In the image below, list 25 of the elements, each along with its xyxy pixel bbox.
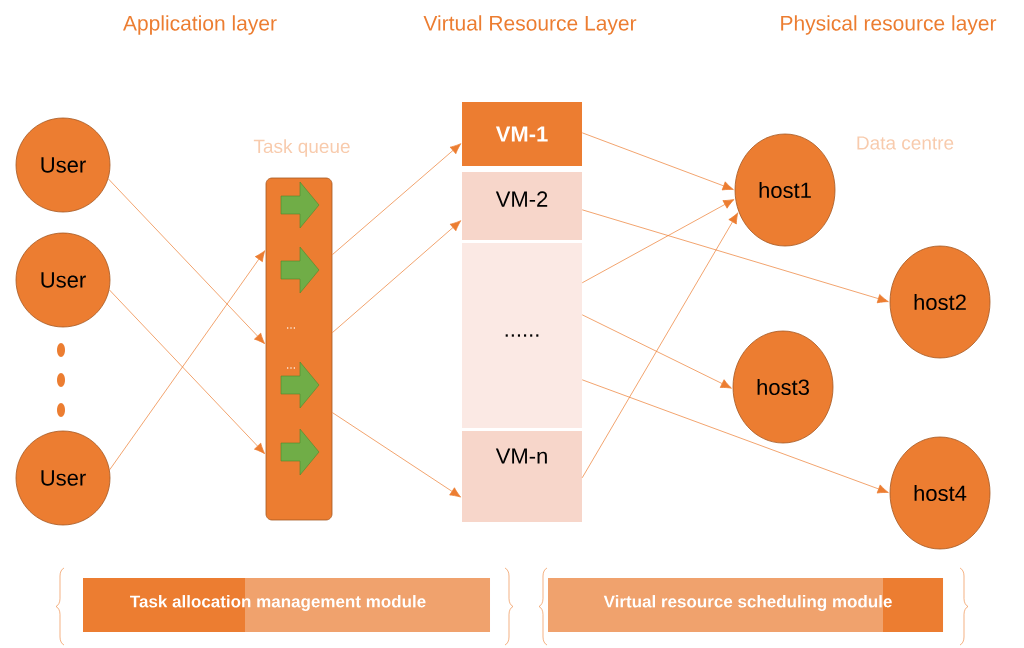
module-band: Task allocation management module: [83, 578, 490, 632]
arrow: [332, 220, 462, 333]
layer-heading: Data centre: [857, 136, 954, 150]
vm-box: VM-2: [462, 172, 582, 240]
arrow: [581, 199, 735, 284]
ellipsis-text: ...: [287, 367, 295, 369]
layer-heading: Application layer: [123, 15, 277, 35]
arrow: [581, 212, 739, 479]
vm-box: VM-1: [462, 102, 582, 166]
arrow: [332, 412, 462, 498]
layer-heading: Physical resource layer: [781, 15, 997, 35]
ellipsis-text: ...: [287, 327, 295, 329]
vm-box: VM-n: [462, 431, 582, 522]
queue-heading: Task queue: [253, 139, 350, 157]
arrow: [108, 178, 266, 344]
arrow: [581, 209, 889, 304]
arrow: [332, 143, 462, 255]
arrow: [581, 379, 889, 494]
arrow: [109, 289, 266, 454]
module-band: Virtual resource scheduling module: [548, 578, 943, 632]
arrow: [109, 250, 266, 471]
arrow: [581, 314, 732, 389]
layer-heading: Virtual Resource Layer: [423, 15, 637, 35]
vm-box: ......: [462, 243, 582, 428]
arrow: [581, 132, 734, 191]
